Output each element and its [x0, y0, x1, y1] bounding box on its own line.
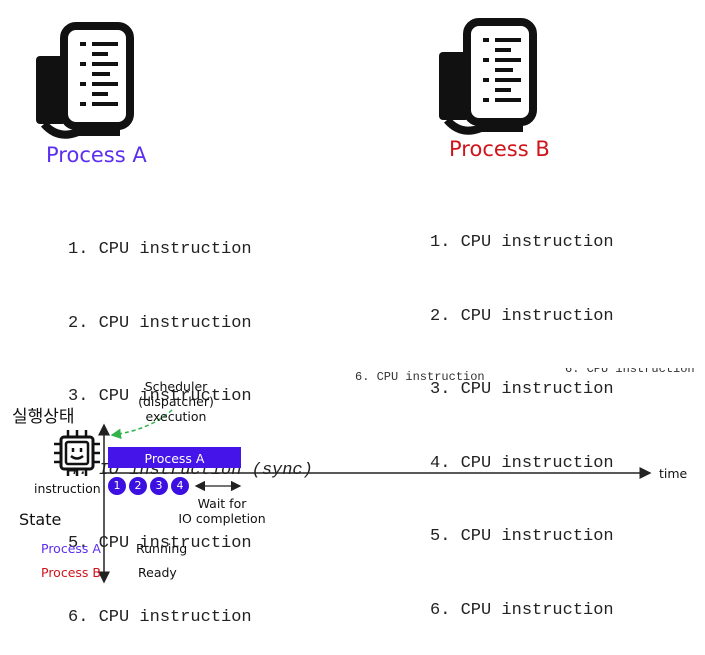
instruction-line: 4. CPU instruction [430, 453, 614, 473]
state-process-a-name: Process A [41, 541, 101, 556]
document-icon-process-b [439, 18, 537, 135]
wait-label-line1: Wait for [197, 496, 247, 511]
instruction-line: 3. CPU instruction [430, 380, 614, 399]
running-state-label: 실행상태 [12, 407, 75, 427]
scheduler-label: Scheduler (dispatcher) execution [108, 379, 244, 424]
process-a-bar [108, 447, 241, 468]
process-a-title: Process A [46, 143, 147, 167]
state-process-a-status: Running [136, 541, 188, 556]
wait-label: Wait for IO completion [170, 496, 274, 526]
time-label: time [659, 466, 688, 481]
instruction-line: 1. CPU instruction [430, 233, 614, 252]
instruction-line: 6. CPU instruction [430, 600, 614, 620]
step-circle: 3 [150, 477, 168, 495]
process-b-title: Process B [449, 137, 550, 161]
instruction-fragment-left: 6. CPU instruction [355, 370, 485, 384]
instruction-line: 1. CPU instruction [68, 240, 252, 259]
cpu-label: instruction [34, 481, 101, 496]
instruction-line: 2. CPU instruction [430, 306, 614, 326]
step-circle: 2 [129, 477, 147, 495]
instruction-fragment-right: 6. CPU instruction [565, 362, 695, 376]
step-circle: 4 [171, 477, 189, 495]
process-a-bar-label: Process A [144, 451, 205, 466]
step-circle: 1 [108, 477, 126, 495]
timeline-diagram [98, 409, 652, 584]
state-process-b-name: Process B [41, 565, 101, 580]
instruction-line: 6. CPU instruction [68, 607, 252, 627]
instruction-line: 5. CPU instruction [430, 527, 614, 546]
cpu-chip-icon [54, 430, 100, 476]
dispatcher-arrow [110, 409, 173, 440]
document-icon-process-a [36, 22, 134, 139]
scheduler-label-line1: Scheduler (dispatcher) [138, 379, 214, 409]
state-process-b-status: Ready [138, 565, 177, 580]
scheduler-label-line2: execution [145, 409, 207, 424]
wait-label-line2: IO completion [178, 511, 266, 526]
instruction-line: 3. CPU instruction [68, 387, 252, 406]
state-title: State [19, 510, 62, 529]
instruction-line: 2. CPU instruction [68, 313, 252, 333]
